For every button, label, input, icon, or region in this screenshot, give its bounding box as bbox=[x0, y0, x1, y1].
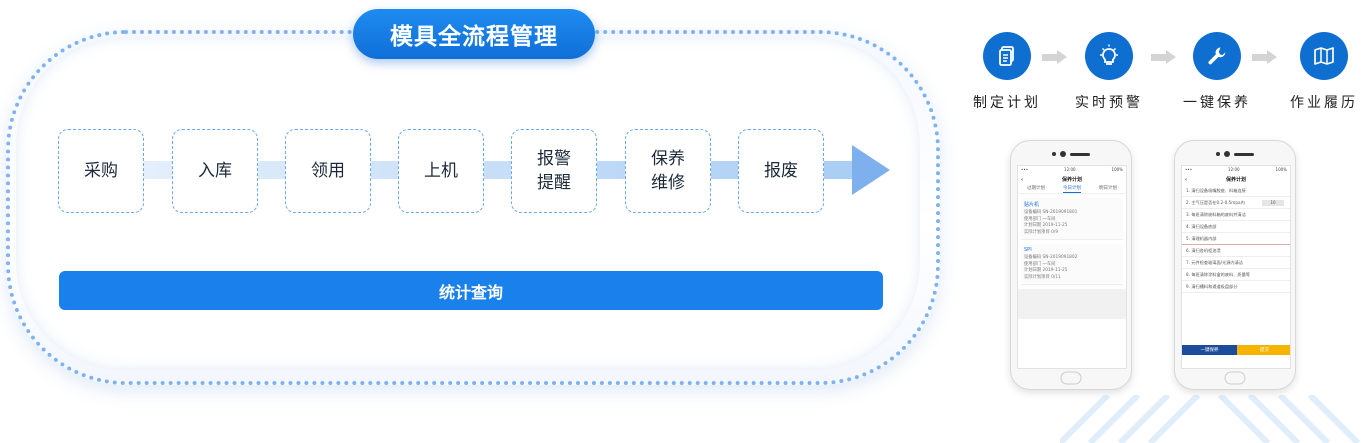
step-scrap[interactable]: 报废 bbox=[738, 129, 824, 213]
checklist-item[interactable]: 8. 每班清除涂料盒的废料、质量等 bbox=[1182, 269, 1290, 281]
home-button-icon[interactable] bbox=[1060, 371, 1082, 385]
step-mount[interactable]: 上机 bbox=[398, 129, 484, 213]
step-alarm[interactable]: 报警 提醒 bbox=[511, 129, 597, 213]
card-title: 贴片机 bbox=[1024, 202, 1040, 208]
stats-query-button[interactable]: 统计查询 bbox=[59, 271, 883, 310]
lightbulb-icon bbox=[1085, 32, 1133, 80]
step-requisition[interactable]: 领用 bbox=[285, 129, 371, 213]
card-row: 使用部门 一车间 bbox=[1024, 216, 1056, 222]
phone-screen: ••• 12:00 100% ‹ 保养计划 1. 清扫设备吸嘴胶座、料箱连接 2… bbox=[1181, 165, 1291, 369]
flow-arrow-icon bbox=[852, 145, 890, 195]
status-time: 12:00 bbox=[1064, 167, 1076, 172]
document-stack-icon bbox=[983, 32, 1031, 80]
checklist-item[interactable]: 3. 每班清除废料箱的废料并清洁 bbox=[1182, 209, 1290, 221]
step-purchase[interactable]: 采购 bbox=[58, 129, 144, 213]
arrow-right-icon bbox=[1042, 50, 1068, 64]
plan-card[interactable]: SPI 设备编码 SN-2019091802 使用部门 一车间 计划日期 201… bbox=[1021, 244, 1123, 285]
screen-title: 保养计划 bbox=[1061, 177, 1082, 183]
card-row: 实际计划项目 0/11 bbox=[1024, 274, 1061, 280]
checklist-item[interactable]: 9. 清扫槽料和通道吸盘部分 bbox=[1182, 281, 1290, 293]
card-row: 设备编码 SN-2019091802 bbox=[1024, 255, 1078, 260]
action-bar: 一键保养 提交 bbox=[1182, 345, 1290, 355]
feature-history[interactable]: 作业履历 bbox=[1279, 32, 1361, 112]
home-button-icon[interactable] bbox=[1224, 371, 1246, 385]
back-chevron-icon[interactable]: ‹ bbox=[1185, 176, 1188, 183]
phone-camera bbox=[1052, 151, 1090, 157]
feature-label: 作业履历 bbox=[1290, 95, 1358, 111]
status-bar: ••• 12:00 100% bbox=[1018, 166, 1126, 174]
screen-title: 保养计划 bbox=[1225, 177, 1246, 183]
battery-level: 100% bbox=[1111, 167, 1123, 172]
phone-screen: ••• 12:00 100% ‹ 保养计划 过期计划 今日计划 明日计划 贴片机… bbox=[1017, 165, 1127, 369]
battery-level: 100% bbox=[1275, 167, 1287, 172]
card-row: 实际计划项目 0/9 bbox=[1024, 229, 1059, 235]
nav-bar: ‹ 保养计划 bbox=[1182, 174, 1290, 185]
card-row: 设备编码 SN-2019091801 bbox=[1024, 210, 1078, 215]
card-row: 使用部门 一车间 bbox=[1024, 261, 1056, 267]
phone-mockup-plan: ••• 12:00 100% ‹ 保养计划 过期计划 今日计划 明日计划 贴片机… bbox=[1010, 140, 1132, 390]
tab-today[interactable]: 今日计划 bbox=[1063, 186, 1081, 193]
step-maintenance[interactable]: 保养 维修 bbox=[625, 129, 711, 213]
card-row: 计划日期 2019-11-25 bbox=[1024, 223, 1068, 228]
back-chevron-icon[interactable]: ‹ bbox=[1021, 176, 1024, 183]
status-time: 12:00 bbox=[1228, 167, 1240, 172]
plan-card[interactable]: 贴片机 设备编码 SN-2019091801 使用部门 一车间 计划日期 201… bbox=[1021, 198, 1123, 240]
signal-icon: ••• bbox=[1021, 167, 1029, 172]
one-click-maintain-button[interactable]: 一键保养 bbox=[1182, 345, 1237, 355]
tab-tomorrow[interactable]: 明日计划 bbox=[1099, 186, 1117, 191]
feature-maintain[interactable]: 一键保养 bbox=[1172, 32, 1262, 112]
tab-overdue[interactable]: 过期计划 bbox=[1027, 186, 1045, 191]
checklist-item[interactable]: 5. 清理机器内部 bbox=[1182, 233, 1290, 245]
map-book-icon bbox=[1300, 32, 1348, 80]
decorative-pattern bbox=[1060, 395, 1360, 443]
checklist-item[interactable]: 1. 清扫设备吸嘴胶座、料箱连接 bbox=[1182, 185, 1290, 197]
feature-plan[interactable]: 制定计划 bbox=[962, 32, 1052, 112]
phone-mockup-checklist: ••• 12:00 100% ‹ 保养计划 1. 清扫设备吸嘴胶座、料箱连接 2… bbox=[1174, 140, 1296, 390]
checklist-item[interactable]: 6. 清扫各机柜油渍 bbox=[1182, 245, 1290, 257]
nav-bar: ‹ 保养计划 bbox=[1018, 174, 1126, 185]
status-bar: ••• 12:00 100% bbox=[1182, 166, 1290, 174]
wrench-icon bbox=[1193, 32, 1241, 80]
plan-tabs: 过期计划 今日计划 明日计划 bbox=[1018, 185, 1126, 194]
submit-button[interactable]: 提交 bbox=[1237, 345, 1290, 355]
card-row: 计划日期 2019-11-25 bbox=[1024, 268, 1068, 273]
feature-label: 实时预警 bbox=[1075, 95, 1143, 111]
step-warehouse-in[interactable]: 入库 bbox=[172, 129, 258, 213]
feature-alert[interactable]: 实时预警 bbox=[1064, 32, 1154, 112]
empty-area bbox=[1018, 289, 1126, 319]
checklist-item[interactable]: 4. 清扫设备底部 bbox=[1182, 221, 1290, 233]
process-title: 模具全流程管理 bbox=[353, 9, 595, 59]
feature-label: 制定计划 bbox=[973, 95, 1041, 111]
phone-camera bbox=[1216, 151, 1254, 157]
card-title: SPI bbox=[1024, 247, 1032, 253]
arrow-right-icon bbox=[1252, 50, 1278, 64]
signal-icon: ••• bbox=[1185, 167, 1193, 172]
feature-label: 一键保养 bbox=[1183, 95, 1251, 111]
checklist-item[interactable]: 7. 元件检查玻璃面/光源内清洁 bbox=[1182, 257, 1290, 269]
value-input[interactable]: 10 bbox=[1262, 200, 1284, 206]
arrow-right-icon bbox=[1151, 50, 1177, 64]
